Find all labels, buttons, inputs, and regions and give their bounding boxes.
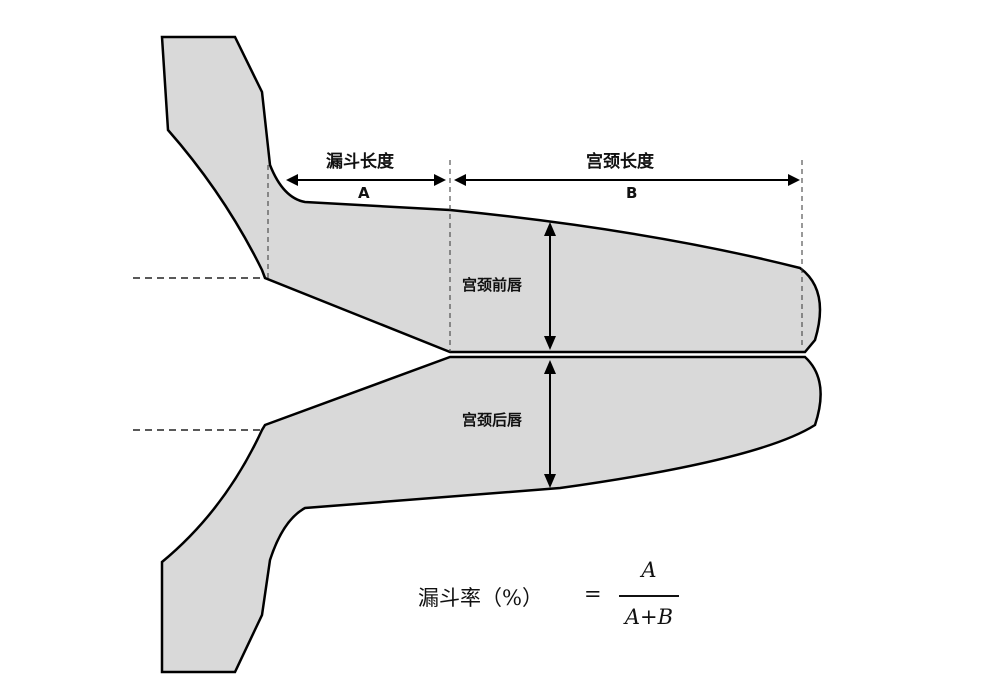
funnel-letter-label: A	[358, 184, 370, 202]
formula-fraction-bar	[619, 595, 679, 597]
formula-equals-sign: =	[584, 582, 602, 606]
cervix-length-arrow	[454, 174, 800, 186]
formula-denominator: A+B	[624, 605, 674, 629]
anterior-lip-shape	[160, 35, 822, 354]
formula-numerator: A	[641, 558, 657, 582]
cervix-length-label: 宫颈长度	[586, 152, 654, 172]
funnel-length-label: 漏斗长度	[326, 152, 394, 172]
cervix-letter-label: B	[626, 184, 638, 202]
posterior-lip-arrow	[544, 360, 556, 488]
anterior-lip-arrow	[544, 222, 556, 350]
anterior-lip-label: 宫颈前唇	[462, 276, 523, 294]
funnel-rate-formula-lhs: 漏斗率（%）	[418, 586, 543, 610]
funnel-length-arrow	[286, 174, 446, 186]
posterior-lip-shape	[160, 355, 822, 674]
posterior-lip-label: 宫颈后唇	[462, 411, 523, 429]
